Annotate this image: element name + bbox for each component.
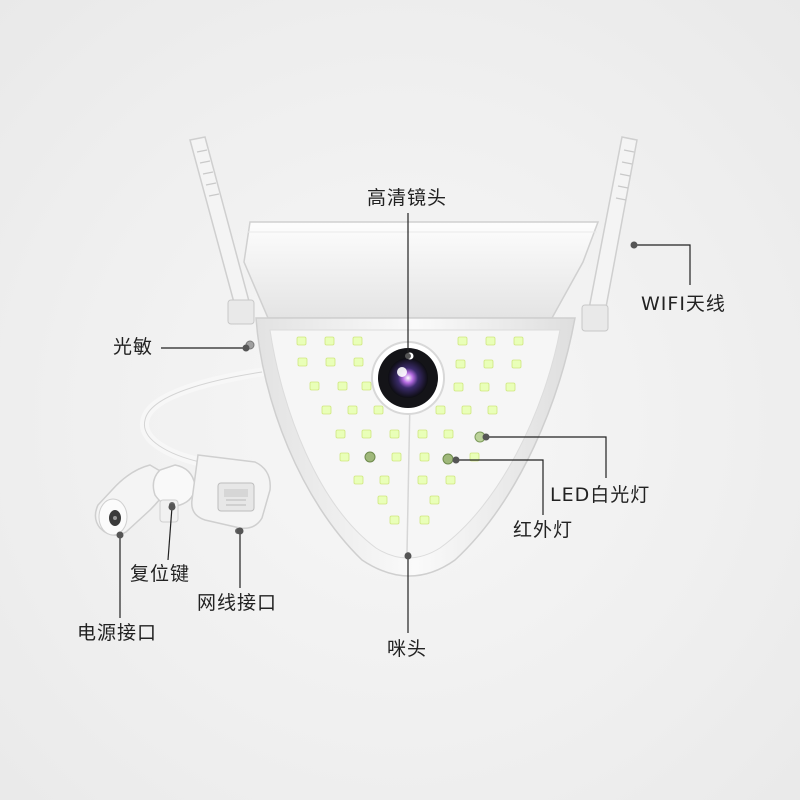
network-connector [191, 454, 271, 534]
ir-lights [364, 431, 486, 465]
callout-dots [116, 241, 638, 560]
led-array-right [417, 336, 524, 525]
label-light-sensor: 光敏 [113, 336, 154, 358]
label-microphone: 咪头 [387, 638, 428, 660]
label-network-port: 网线接口 [197, 592, 278, 614]
label-wifi-antenna: WIFI天线 [641, 293, 726, 315]
callout-lines [119, 213, 691, 633]
wifi-antenna-right [581, 136, 638, 332]
led-array-left [296, 336, 402, 525]
label-power-port: 电源接口 [77, 622, 158, 644]
label-reset-key: 复位键 [130, 563, 191, 585]
label-hd-lens: 高清镜头 [367, 187, 448, 209]
wifi-antenna-left [189, 136, 255, 325]
label-ir-light: 红外灯 [513, 519, 574, 541]
label-led-white-light: LED白光灯 [550, 484, 651, 506]
camera-top-housing [243, 221, 600, 319]
cable [140, 367, 267, 467]
camera-lens [371, 341, 445, 415]
reset-button [152, 464, 196, 523]
